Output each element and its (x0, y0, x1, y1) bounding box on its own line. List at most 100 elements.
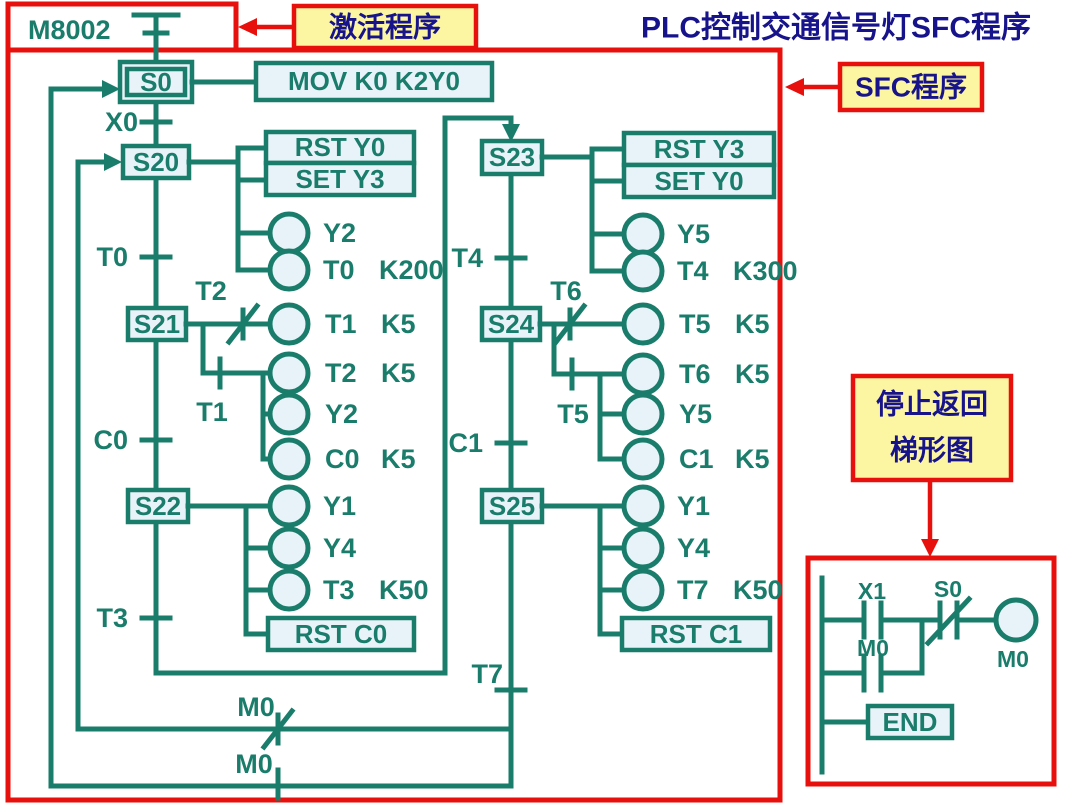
m0-nc-label: M0 (237, 692, 275, 722)
c1-coil-value: K5 (735, 444, 770, 474)
s0-step-box-inner (124, 66, 188, 98)
wire-s22-down (153, 519, 448, 676)
s23-step-box (479, 138, 545, 177)
t4-transition-label: T4 (451, 243, 483, 273)
y5-coil-label: Y5 (677, 219, 710, 249)
t6-coil-label: T6 (679, 359, 711, 389)
y2b-coil-icon (267, 392, 311, 436)
m0-nc-slash (260, 707, 296, 751)
y1-coil-icon (267, 484, 311, 528)
y2-coil-label: Y2 (323, 218, 356, 248)
y1-coil-label: Y1 (323, 491, 356, 521)
s22-action-box (265, 615, 417, 653)
s24-step-label: S24 (488, 309, 535, 339)
y2b-coil-label: Y2 (325, 399, 358, 429)
s25-action-text: RST C1 (650, 619, 742, 649)
s20-action1-text: RST Y0 (295, 132, 386, 162)
c0-coil-label: C0 (325, 444, 360, 474)
t6-nc-contact-icon (552, 302, 588, 346)
s23-action1-text: RST Y3 (654, 134, 745, 164)
t4-coil-label: T4 (677, 256, 709, 286)
s0-action-box (253, 60, 495, 103)
s21-branch-wire (200, 321, 273, 376)
s0-nc-contact-label: S0 (934, 576, 962, 602)
t6-coil-value: K5 (735, 359, 770, 389)
s20-action2-text: SET Y3 (295, 164, 384, 194)
c0-transition-label: C0 (93, 425, 128, 455)
y4-coil-label: Y4 (323, 533, 356, 563)
t2-coil-value: K5 (381, 358, 416, 388)
page-title: PLC控制交通信号灯SFC程序 (641, 11, 1031, 45)
m0-parallel-contact-icon (861, 653, 884, 693)
x1-contact-label: X1 (858, 578, 886, 604)
m8002-contact-icon (131, 12, 181, 65)
y2-coil-icon (267, 211, 311, 255)
t2-contact-slash (225, 302, 261, 346)
stop-label-line1: 停止返回 (876, 388, 988, 420)
t0-coil-label: T0 (323, 255, 355, 285)
t4-coil-icon (621, 249, 665, 293)
activation-arrow-icon (238, 18, 257, 36)
m8002-label: M8002 (28, 15, 111, 45)
t7-coil-label: T7 (677, 575, 709, 605)
s23-action1-box (621, 130, 777, 168)
ladder-frame (805, 555, 1057, 787)
c0-coil-value: K5 (381, 444, 416, 474)
t1-coil-icon (267, 302, 311, 346)
y1b-coil-icon (621, 484, 665, 528)
t5-coil-value: K5 (735, 309, 770, 339)
t2-contact-label: T2 (195, 276, 227, 306)
s0-nc-slash (924, 595, 973, 647)
s22-step-label: S22 (135, 491, 181, 521)
t4-coil-value: K300 (733, 256, 798, 286)
wire-cross-to-s23 (442, 115, 514, 676)
s21-step-box (125, 305, 189, 343)
y4b-coil-label: Y4 (677, 533, 710, 563)
t2-coil-label: T2 (325, 358, 357, 388)
t2-nc-contact-icon (225, 302, 261, 346)
end-instruction-box (865, 703, 955, 741)
c0-coil-icon (267, 437, 311, 481)
x0-transition-label: X0 (105, 107, 138, 137)
t6-contact-slash (552, 302, 588, 346)
c1-transition-label: C1 (448, 428, 483, 458)
y4-coil-icon (267, 526, 311, 570)
t3-transition-label: T3 (96, 603, 128, 633)
t1-coil-label: T1 (325, 309, 357, 339)
t3-coil-value: K50 (379, 575, 429, 605)
c1-coil-label: C1 (679, 444, 714, 474)
t3-coil-label: T3 (323, 575, 355, 605)
t0-transition-label: T0 (96, 242, 128, 272)
s20-step-label: S20 (133, 147, 179, 177)
m0-no-label: M0 (235, 749, 273, 779)
t5-coil-label: T5 (679, 309, 711, 339)
activation-label: 激活程序 (329, 11, 441, 43)
x1-contact-icon (861, 600, 884, 640)
t6-contact-label: T6 (550, 276, 582, 306)
s21-step-label: S21 (134, 309, 180, 339)
t7-transition-label: T7 (471, 659, 503, 689)
y1b-coil-label: Y1 (677, 491, 710, 521)
m0-output-coil-label: M0 (997, 646, 1029, 672)
s23-action2-text: SET Y0 (654, 166, 743, 196)
stop-label-line2: 梯形图 (890, 435, 974, 466)
stop-label-box (850, 373, 1014, 483)
t7-coil-value: K50 (733, 575, 783, 605)
s0-step-label: S0 (140, 67, 172, 97)
s0-action-text: MOV K0 K2Y0 (288, 66, 460, 96)
t2-coil-icon (267, 351, 311, 395)
m0-parallel-contact-label: M0 (857, 635, 889, 661)
y5-coil-icon (621, 212, 665, 256)
s20-step-box (120, 143, 192, 181)
s0-entry-arrow-icon (102, 80, 120, 98)
end-instruction-text: END (883, 707, 938, 737)
s23-entry-arrow-icon (502, 124, 520, 142)
c1-coil-icon (621, 437, 665, 481)
s23-action2-box (621, 162, 777, 200)
stop-arrow-icon (921, 539, 939, 557)
t1-coil-value: K5 (381, 309, 416, 339)
sfc-arrow-icon (785, 78, 804, 96)
y4b-coil-icon (621, 526, 665, 570)
